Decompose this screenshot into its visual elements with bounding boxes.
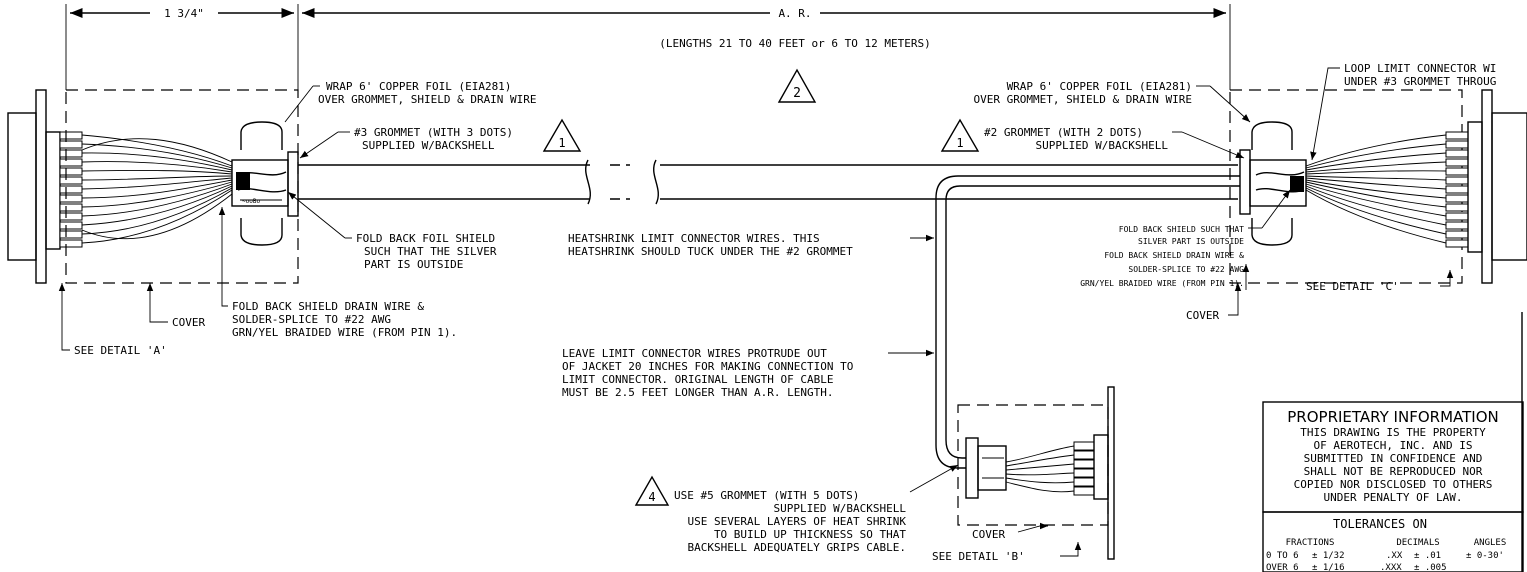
proprietary-line-3: SUBMITTED IN CONFIDENCE AND <box>1304 452 1483 465</box>
left-grommet: ~ooBo <box>231 121 299 246</box>
grommet5-line-1: USE #5 GROMMET (WITH 5 DOTS) <box>674 489 859 502</box>
tol-header-decimals: DECIMALS <box>1396 538 1439 548</box>
left-fold-foil-line-2: SUCH THAT THE SILVER <box>364 245 497 258</box>
left-wrap-line-1: WRAP 6' COPPER FOIL (EIA281) <box>326 80 511 93</box>
right-fold-line-1: FOLD BACK SHIELD SUCH THAT <box>1119 225 1244 234</box>
bottom-cover-label: COVER <box>972 528 1005 541</box>
right-leaders <box>1172 67 1454 316</box>
left-connector <box>7 89 83 284</box>
note-2-triangle <box>777 68 817 103</box>
left-fold-drain-line-2: SOLDER-SPLICE TO #22 AWG <box>232 313 391 326</box>
leave-limit-line-4: MUST BE 2.5 FEET LONGER THAN A.R. LENGTH… <box>562 386 834 399</box>
tol-row1-decimal: ± .01 <box>1414 551 1441 561</box>
heatshrink-line-2: HEATSHRINK SHOULD TUCK UNDER THE #2 GROM… <box>568 245 853 258</box>
proprietary-line-5: COPIED NOR DISCLOSED TO OTHERS <box>1294 478 1493 491</box>
right-grommet-line-1: #2 GROMMET (WITH 2 DOTS) <box>984 126 1143 139</box>
left-grommet-marker: 1 <box>558 136 565 150</box>
tol-row1-range: 0 TO 6 <box>1266 551 1299 561</box>
left-grommet-line-1: #3 GROMMET (WITH 3 DOTS) <box>354 126 513 139</box>
grommet5-line-3: USE SEVERAL LAYERS OF HEAT SHRINK <box>687 515 906 528</box>
loop-limit-line-2: UNDER #3 GROMMET THROUG <box>1344 75 1496 88</box>
right-note-1-triangle <box>940 118 980 152</box>
length-range-label: (LENGTHS 21 TO 40 FEET or 6 TO 12 METERS… <box>659 37 931 50</box>
proprietary-title: PROPRIETARY INFORMATION <box>1287 408 1498 426</box>
left-length-label: 1 3/4" <box>164 7 204 20</box>
left-grommet-line-2: SUPPLIED W/BACKSHELL <box>362 139 495 152</box>
tol-header-fractions: FRACTIONS <box>1286 538 1335 548</box>
bottom-detail-label: SEE DETAIL 'B' <box>932 550 1025 563</box>
left-fold-drain-line-3: GRN/YEL BRAIDED WIRE (FROM PIN 1). <box>232 326 457 339</box>
right-wrap-line-2: OVER GROMMET, SHIELD & DRAIN WIRE <box>973 93 1192 106</box>
limit-cable-branch <box>935 175 1240 469</box>
left-fold-foil-line-1: FOLD BACK FOIL SHIELD <box>356 232 495 245</box>
bottom-leaders <box>1017 522 1082 557</box>
tol-row1-angle: ± 0-30' <box>1466 551 1504 561</box>
right-fold-line-5: GRN/YEL BRAIDED WIRE (FROM PIN 1). <box>1080 279 1244 288</box>
left-note-1-triangle <box>542 118 582 152</box>
left-detail-label: SEE DETAIL 'A' <box>74 344 167 357</box>
left-backshell-outline <box>65 89 299 284</box>
note-2-marker: 2 <box>793 86 801 101</box>
right-wrap-line-1: WRAP 6' COPPER FOIL (EIA281) <box>1007 80 1192 93</box>
tol-row2-range: OVER 6 <box>1266 563 1299 572</box>
left-wire-fanout <box>81 134 233 244</box>
left-fold-drain-line-1: FOLD BACK SHIELD DRAIN WIRE & <box>232 300 424 313</box>
left-leaders <box>58 85 352 351</box>
bottom-connector <box>965 386 1115 560</box>
tolerances-title: TOLERANCES ON <box>1333 517 1427 531</box>
dimension-lines <box>65 4 1231 90</box>
tol-row2-fraction: ± 1/16 <box>1312 563 1345 572</box>
heatshrink-line-1: HEATSHRINK LIMIT CONNECTOR WIRES. THIS <box>568 232 820 245</box>
tol-row1-decimal-fmt: .XX <box>1386 551 1403 561</box>
right-fold-line-4: SOLDER-SPLICE TO #22 AWG <box>1128 265 1244 274</box>
right-connector <box>1445 89 1527 284</box>
title-block <box>1262 312 1524 572</box>
right-grommet-marker: 1 <box>956 136 963 150</box>
note-4-triangle <box>634 475 670 506</box>
grommet5-leader <box>909 464 959 493</box>
grommet5-line-4: TO BUILD UP THICKNESS SO THAT <box>714 528 906 541</box>
grommet5-marker: 4 <box>648 490 655 504</box>
right-wire-fanout <box>1305 134 1447 244</box>
tol-row2-decimal-fmt: .XXX <box>1380 563 1402 572</box>
proprietary-line-1: THIS DRAWING IS THE PROPERTY <box>1300 426 1486 439</box>
right-cover-label: COVER <box>1186 309 1219 322</box>
leave-limit-line-3: LIMIT CONNECTOR. ORIGINAL LENGTH OF CABL… <box>562 373 834 386</box>
proprietary-line-4: SHALL NOT BE REPRODUCED NOR <box>1304 465 1483 478</box>
left-fold-foil-line-3: PART IS OUTSIDE <box>364 258 463 271</box>
right-grommet <box>1239 121 1307 246</box>
svg-text:~ooBo: ~ooBo <box>242 198 260 205</box>
grommet5-line-2: SUPPLIED W/BACKSHELL <box>774 502 907 515</box>
grommet5-line-5: BACKSHELL ADEQUATELY GRIPS CABLE. <box>687 541 906 554</box>
tol-row2-decimal: ± .005 <box>1414 563 1447 572</box>
right-grommet-line-2: SUPPLIED W/BACKSHELL <box>1036 139 1169 152</box>
left-cover-label: COVER <box>172 316 205 329</box>
leave-limit-line-2: OF JACKET 20 INCHES FOR MAKING CONNECTIO… <box>562 360 853 373</box>
leave-limit-line-1: LEAVE LIMIT CONNECTOR WIRES PROTRUDE OUT <box>562 347 827 360</box>
loop-limit-line-1: LOOP LIMIT CONNECTOR WI <box>1344 62 1496 75</box>
right-fold-line-2: SILVER PART IS OUTSIDE <box>1138 237 1244 246</box>
proprietary-line-2: OF AEROTECH, INC. AND IS <box>1314 439 1473 452</box>
right-fold-line-3: FOLD BACK SHIELD DRAIN WIRE & <box>1104 251 1244 260</box>
tol-row1-fraction: ± 1/32 <box>1312 551 1345 561</box>
main-cable <box>298 159 1238 205</box>
right-detail-label: SEE DETAIL 'C' <box>1306 280 1399 293</box>
proprietary-line-6: UNDER PENALTY OF LAW. <box>1323 491 1462 504</box>
tol-header-angles: ANGLES <box>1474 538 1507 548</box>
left-connector-pins <box>59 131 83 248</box>
main-length-label: A. R. <box>778 7 811 20</box>
left-wrap-line-2: OVER GROMMET, SHIELD & DRAIN WIRE <box>318 93 537 106</box>
